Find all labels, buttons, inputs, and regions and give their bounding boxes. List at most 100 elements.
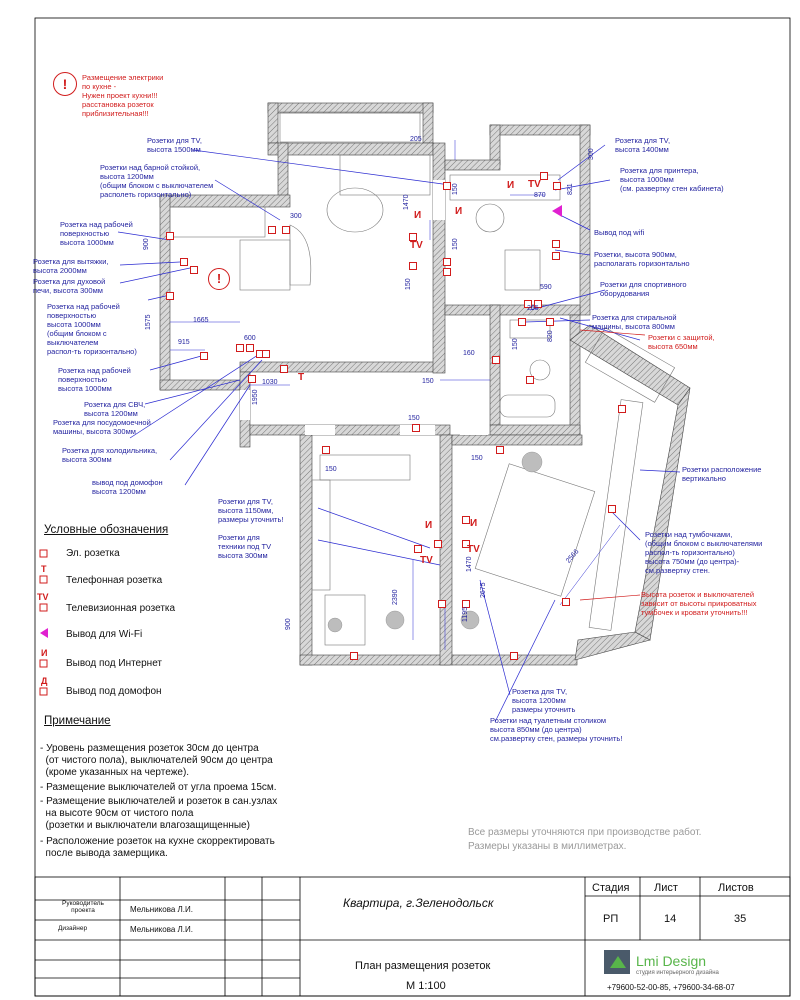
internet-tag: И bbox=[470, 518, 478, 529]
dimension: 1195 bbox=[462, 606, 469, 622]
dimension: 1665 bbox=[193, 317, 209, 324]
notes-title: Примечание bbox=[44, 715, 111, 727]
dimension: 2675 bbox=[480, 582, 487, 598]
svg-text:И: И bbox=[41, 648, 47, 658]
dimension: 900 bbox=[143, 238, 150, 250]
note-line: - Размещение выключателей от угла проема… bbox=[40, 782, 277, 793]
dimension: 820 bbox=[547, 330, 554, 342]
wifi-marker bbox=[552, 205, 562, 217]
dimension: 300 bbox=[290, 213, 302, 220]
sheet-value: 14 bbox=[664, 913, 677, 925]
label-work3: Розетка над рабочей поверхностью высота … bbox=[58, 366, 131, 393]
socket-mark bbox=[190, 266, 198, 274]
legend-title: Условные обозначения bbox=[44, 524, 169, 536]
walls bbox=[159, 102, 691, 666]
project-title: Квартира, г.Зеленодольск bbox=[343, 896, 494, 910]
dimension: 150 bbox=[471, 455, 483, 462]
socket-mark bbox=[492, 356, 500, 364]
note-line: - Размещение выключателей и розеток в са… bbox=[40, 796, 278, 831]
socket-mark bbox=[322, 446, 330, 454]
socket-mark bbox=[462, 600, 470, 608]
socket-mark bbox=[526, 376, 534, 384]
legend-item-label: Эл. розетка bbox=[66, 548, 120, 559]
socket-mark bbox=[540, 172, 548, 180]
dimension: 150 bbox=[422, 378, 434, 385]
legend-item-label: Телефонная розетка bbox=[66, 575, 163, 586]
dimension: 1470 bbox=[403, 194, 410, 210]
stage-value: РП bbox=[603, 913, 619, 925]
dimension: 205 bbox=[410, 136, 422, 143]
label-tv-kids: Розетки для TV, высота 1150мм, размеры у… bbox=[218, 497, 284, 524]
socket-mark bbox=[562, 598, 570, 606]
label-work2: Розетка над рабочей поверхностью высота … bbox=[47, 302, 137, 356]
internet-tag: И bbox=[425, 520, 433, 531]
label-wifi: Вывод под wifi bbox=[594, 228, 645, 237]
legend-item-label: Вывод для Wi-Fi bbox=[66, 629, 143, 640]
sheet-header: Лист bbox=[654, 882, 678, 894]
socket-mark bbox=[262, 350, 270, 358]
socket-mark bbox=[414, 545, 422, 553]
label-dishwasher: Розетка для посудомоечной машины, высота… bbox=[53, 418, 151, 436]
label-sockets-900: Розетки, высота 900мм, располагать гориз… bbox=[594, 250, 690, 268]
socket-mark bbox=[268, 226, 276, 234]
socket-mark bbox=[443, 258, 451, 266]
socket-mark bbox=[546, 318, 554, 326]
tv-tag: TV bbox=[420, 555, 433, 566]
socket-mark bbox=[496, 446, 504, 454]
socket-mark bbox=[412, 424, 420, 432]
dimension: 600 bbox=[244, 335, 256, 342]
socket-mark bbox=[236, 344, 244, 352]
sheets-header: Листов bbox=[718, 882, 754, 894]
label-oven: Розетка для духовой печи, высота 300мм bbox=[33, 277, 106, 295]
socket-mark bbox=[248, 375, 256, 383]
label-protected: Розетки с защитой, высота 650мм bbox=[648, 333, 715, 351]
legend-item-label: Вывод под домофон bbox=[66, 686, 162, 697]
dimension: 1470 bbox=[466, 556, 473, 572]
name-manager: Мельникова Л.И. bbox=[130, 905, 193, 914]
label-fridge: Розетка для холодильника, высота 300мм bbox=[62, 446, 158, 464]
label-hood: Розетка для вытяжки, высота 2000мм bbox=[33, 257, 109, 275]
socket-mark bbox=[462, 540, 470, 548]
socket-mark bbox=[438, 600, 446, 608]
socket-mark bbox=[246, 344, 254, 352]
tv-tag: TV bbox=[528, 179, 541, 190]
dimension: 915 bbox=[178, 339, 190, 346]
label-bedside-warning: Высота розеток и выключателей зависит от… bbox=[641, 590, 757, 617]
internet-tag: И bbox=[507, 180, 515, 191]
label-dressing: Розетки над туалетным столиком высота 85… bbox=[490, 716, 623, 743]
socket-mark bbox=[518, 318, 526, 326]
note-line: - Уровень размещения розеток 30см до цен… bbox=[40, 743, 273, 778]
dimension: 900 bbox=[285, 618, 292, 630]
label-microwave: Розетка для СВЧ, высота 1200мм bbox=[84, 400, 146, 418]
label-sport: Розетки для спортивного оборудования bbox=[600, 280, 687, 298]
svg-text:TV: TV bbox=[37, 592, 49, 602]
svg-text:T: T bbox=[41, 564, 47, 574]
sheets-value: 35 bbox=[734, 913, 747, 925]
dimension: 160 bbox=[463, 350, 475, 357]
socket-mark bbox=[618, 405, 626, 413]
socket-mark bbox=[350, 652, 358, 660]
legend-item-label: Телевизионная розетка bbox=[66, 603, 176, 614]
socket-mark bbox=[409, 233, 417, 241]
label-printer: Розетка для принтера, высота 1000мм (см.… bbox=[620, 166, 724, 193]
socket-mark bbox=[434, 540, 442, 548]
dimension: 150 bbox=[405, 278, 412, 290]
dimension: 300 bbox=[588, 148, 595, 160]
furniture bbox=[169, 111, 676, 646]
dimension: 2390 bbox=[392, 589, 399, 605]
name-designer: Мельникова Л.И. bbox=[130, 925, 193, 934]
socket-mark bbox=[462, 516, 470, 524]
socket-mark bbox=[443, 268, 451, 276]
note-line: - Расположение розеток на кухне скоррект… bbox=[40, 836, 275, 859]
label-tv-cabinet: Розетка для TV, высота 1400мм bbox=[615, 136, 671, 154]
label-nightstands: Розетки над тумбочками, (общим блоком с … bbox=[645, 530, 763, 575]
socket-mark bbox=[443, 182, 451, 190]
socket-mark bbox=[166, 292, 174, 300]
label-work-top: Розетка над рабочей поверхностью высота … bbox=[60, 220, 133, 247]
phone-tag: T bbox=[298, 372, 305, 383]
dimension: 1950 bbox=[252, 389, 259, 405]
stage-header: Стадия bbox=[592, 882, 630, 894]
svg-text:Д: Д bbox=[41, 676, 48, 686]
socket-mark bbox=[510, 652, 518, 660]
